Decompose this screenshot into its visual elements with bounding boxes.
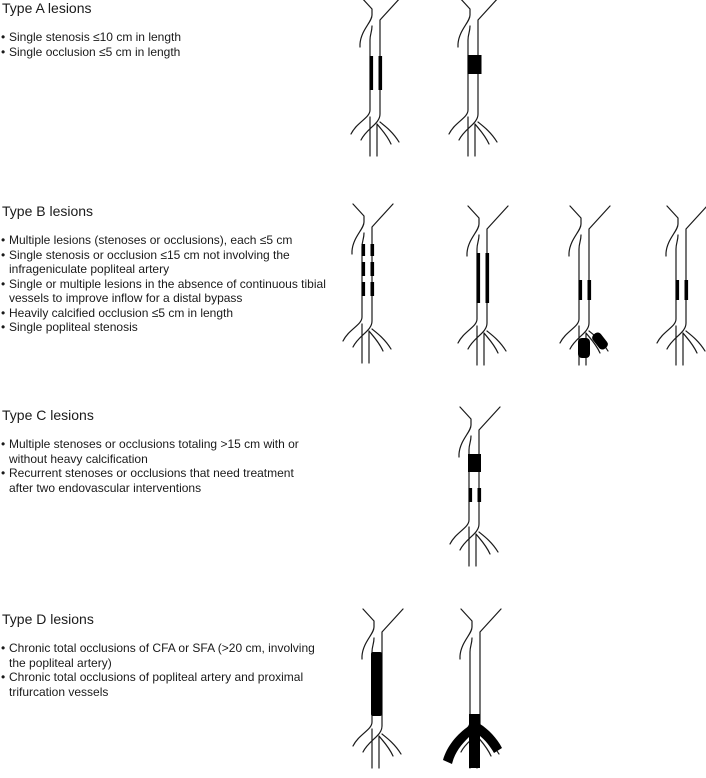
stenosis-marker: [361, 244, 366, 256]
criteria-list: Multiple lesions (stenoses or occlusions…: [0, 233, 330, 335]
criteria-item: Chronic total occlusions of popliteal ar…: [0, 670, 318, 699]
stenosis-marker: [378, 56, 383, 90]
occlusion-marker: [468, 454, 481, 472]
section-type-c: Type C lesions Multiple stenoses or occl…: [0, 407, 312, 495]
vessel-diagram-a2: [448, 0, 500, 157]
stenosis-marker: [587, 280, 592, 300]
section-title: Type D lesions: [2, 611, 94, 627]
stenosis-marker: [369, 56, 374, 90]
criteria-item: Single stenosis or occlusion ≤15 cm not …: [0, 248, 330, 277]
vessel-diagram-b3: [559, 205, 611, 366]
stenosis-marker: [468, 488, 473, 502]
stenosis-marker: [477, 488, 482, 502]
vessel-diagram-b2: [457, 205, 509, 366]
section-title: Type A lesions: [2, 0, 92, 16]
stenosis-marker: [675, 280, 680, 300]
stenosis-marker: [370, 244, 375, 256]
total-occlusion-marker: [371, 652, 382, 716]
criteria-item: Single occlusion ≤5 cm in length: [0, 45, 340, 60]
occlusion-marker: [467, 55, 482, 74]
criteria-item: Multiple stenoses or occlusions totaling…: [0, 437, 312, 466]
vessel-diagram-c1: [449, 406, 501, 567]
criteria-item: Single popliteal stenosis: [0, 320, 330, 335]
criteria-item: Multiple lesions (stenoses or occlusions…: [0, 233, 330, 248]
criteria-list: Multiple stenoses or occlusions totaling…: [0, 437, 312, 495]
vessel-diagram-d1: [352, 608, 404, 769]
section-title: Type C lesions: [2, 407, 94, 423]
stenosis-marker: [684, 280, 689, 300]
section-type-b: Type B lesions Multiple lesions (stenose…: [0, 203, 330, 335]
criteria-item: Chronic total occlusions of CFA or SFA (…: [0, 641, 318, 670]
vessel-diagram-d2: [443, 608, 502, 769]
stenosis-marker: [361, 282, 366, 296]
stenosis-marker: [370, 282, 375, 296]
criteria-item: Single stenosis ≤10 cm in length: [0, 30, 340, 45]
vessel-diagram-b1: [342, 203, 394, 364]
criteria-list: Chronic total occlusions of CFA or SFA (…: [0, 641, 318, 699]
calcified-occlusion-marker: [578, 338, 590, 358]
stenosis-marker: [485, 253, 490, 303]
stenosis-marker: [476, 253, 481, 303]
criteria-item: Single or multiple lesions in the absenc…: [0, 277, 330, 306]
criteria-item: Heavily calcified occlusion ≤5 cm in len…: [0, 306, 330, 321]
total-occlusion-marker: [443, 714, 502, 768]
criteria-item: Recurrent stenoses or occlusions that ne…: [0, 466, 312, 495]
vessel-diagram-b4: [656, 205, 706, 366]
section-title: Type B lesions: [2, 203, 94, 219]
stenosis-marker: [578, 280, 583, 300]
criteria-list: Single stenosis ≤10 cm in length Single …: [0, 30, 340, 59]
section-type-d: Type D lesions Chronic total occlusions …: [0, 611, 318, 699]
stenosis-marker: [361, 262, 366, 276]
stenosis-marker: [370, 262, 375, 276]
vessel-diagram-a1: [350, 0, 402, 157]
calcified-occlusion-marker: [592, 332, 608, 350]
section-type-a: Type A lesions Single stenosis ≤10 cm in…: [0, 0, 340, 59]
